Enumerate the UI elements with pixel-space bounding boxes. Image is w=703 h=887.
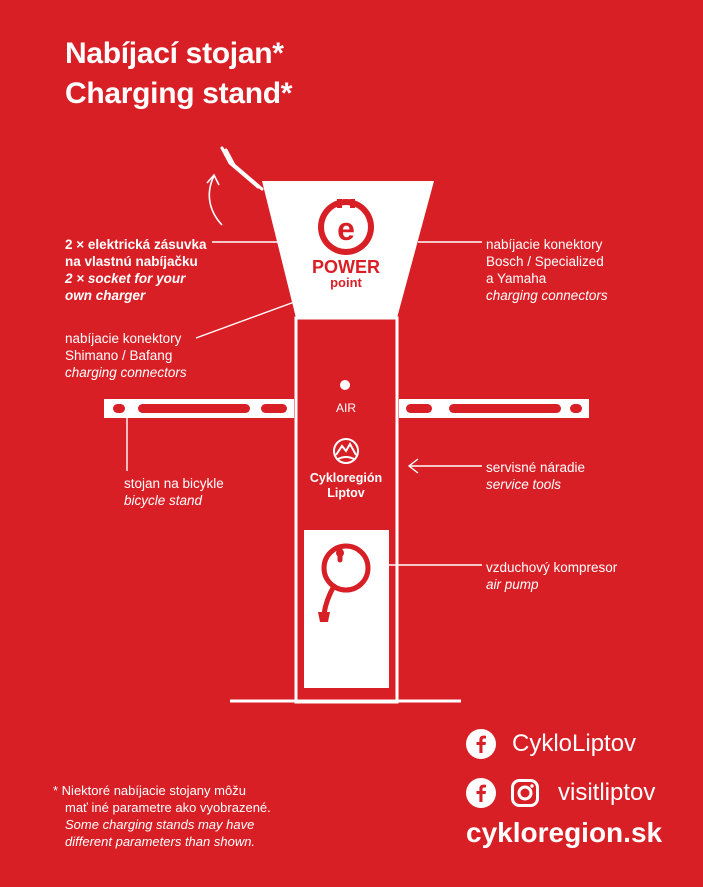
label-bosch-line3: a Yamaha <box>486 271 547 286</box>
footnote: * Niektoré nabíjacie stojany môžu mať in… <box>53 782 271 850</box>
facebook-icon <box>466 778 496 808</box>
air-label: AIR <box>336 401 356 415</box>
footnote-line1: * Niektoré nabíjacie stojany môžu <box>53 783 246 798</box>
label-socket-line3: 2 × socket for your <box>65 271 186 286</box>
label-shimano: nabíjacie konektory Shimano / Bafang cha… <box>65 330 187 381</box>
label-socket: 2 × elektrická zásuvka na vlastnú nabíja… <box>65 236 206 304</box>
air-pump-panel <box>304 530 389 688</box>
label-socket-line1: 2 × elektrická zásuvka <box>65 237 207 252</box>
air-dot-icon <box>340 380 350 390</box>
page-title: Nabíjací stojan* Charging stand* <box>65 34 292 114</box>
label-shimano-line1: nabíjacie konektory <box>65 331 182 346</box>
label-pump-line1: vzduchový kompresor <box>486 560 618 575</box>
facebook-handle: CykloLiptov <box>512 730 637 757</box>
label-stand-line1: stojan na bicykle <box>124 476 224 491</box>
power-point-logo: e <box>318 199 374 255</box>
footnote-line2: mať iné parametre ako vyobrazené. <box>65 800 271 815</box>
label-bosch-line2: Bosch / Specialized <box>486 254 604 269</box>
label-bosch-line1: nabíjacie konektory <box>486 237 603 252</box>
footnote-line3: Some charging stands may have <box>65 817 255 832</box>
curved-arrow-icon <box>206 173 223 226</box>
air-pump-nozzle-icon <box>318 612 330 622</box>
facebook-link-cykloliptov[interactable]: CykloLiptov <box>466 727 655 761</box>
label-stand-line2: bicycle stand <box>124 493 203 508</box>
bicycle-stand-bars <box>104 399 589 418</box>
power-text: POWER <box>312 257 380 277</box>
point-text: point <box>330 275 362 290</box>
label-socket-line2: na vlastnú nabíjačku <box>65 254 198 269</box>
title-english: Charging stand* <box>65 77 293 110</box>
cable-icon <box>220 146 264 191</box>
website-link[interactable]: cykloregion.sk <box>466 817 663 848</box>
label-pump-line2: air pump <box>486 577 539 592</box>
title-slovak: Nabíjací stojan* <box>65 37 284 70</box>
instagram-handle: visitliptov <box>558 779 656 806</box>
label-shimano-line2: Shimano / Bafang <box>65 348 173 363</box>
instagram-icon <box>511 779 539 807</box>
air-pump-hose-icon <box>321 543 371 617</box>
label-bosch: nabíjacie konektory Bosch / Specialized … <box>486 236 608 304</box>
label-tools-line2: service tools <box>486 477 562 492</box>
leader-lines <box>126 241 482 566</box>
label-tools-line1: servisné náradie <box>486 460 586 475</box>
footnote-line4: different parameters than shown. <box>65 834 256 849</box>
facebook-icon <box>466 729 496 759</box>
social-visitliptov[interactable]: visitliptov <box>466 776 655 810</box>
social-links: CykloLiptov visitliptov <box>466 727 655 810</box>
region-name-line1: Cykloregión <box>310 471 382 485</box>
power-logo-letter: e <box>337 211 355 247</box>
label-pump: vzduchový kompresor air pump <box>486 559 617 593</box>
label-socket-line4: own charger <box>65 288 146 303</box>
label-bosch-line4: charging connectors <box>486 288 608 303</box>
mountain-logo-icon <box>333 438 359 464</box>
label-tools: servisné náradie service tools <box>486 459 585 493</box>
label-stand: stojan na bicykle bicycle stand <box>124 475 224 509</box>
label-shimano-line3: charging connectors <box>65 365 187 380</box>
region-name-line2: Liptov <box>327 486 365 500</box>
